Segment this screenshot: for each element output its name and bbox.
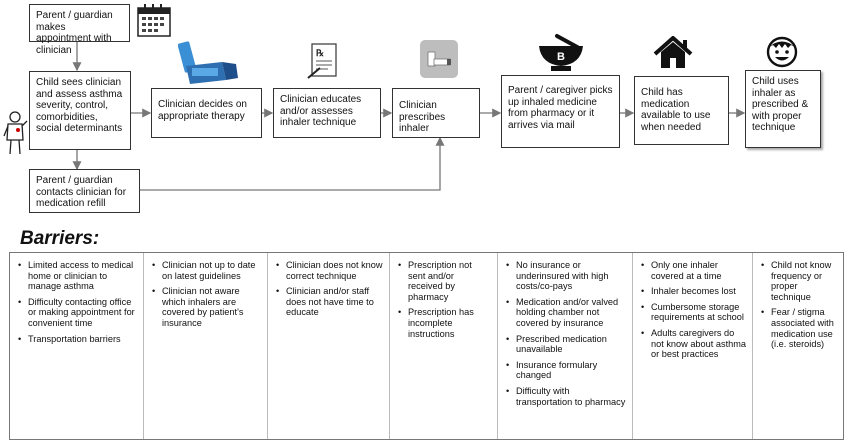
barrier-item: Inhaler becomes lost xyxy=(641,286,746,297)
step-decides-therapy-text: Clinician decides on appropriate therapy xyxy=(158,99,247,122)
calendar-icon xyxy=(137,4,171,37)
barrier-item: Fear / stigma associated with medication… xyxy=(761,307,837,349)
step-picks-up-text: Parent / caregiver picks up inhaled medi… xyxy=(508,85,613,131)
inhaler-card-icon xyxy=(420,40,458,78)
mortar-pestle-icon: B xyxy=(539,34,583,71)
barrier-item: Medication and/or valved holding chamber… xyxy=(506,297,626,329)
barrier-item: Prescribed medication unavailable xyxy=(506,334,626,355)
inhaler-icon xyxy=(178,41,238,84)
barrier-item: Prescription has incomplete instructions xyxy=(398,307,491,339)
barrier-column-3: Clinician does not know correct techniqu… xyxy=(267,253,389,439)
barrier-item: Prescription not sent and/or received by… xyxy=(398,260,491,302)
step-available: Child has medication available to use wh… xyxy=(634,76,729,145)
barrier-item: Clinician not aware which inhalers are c… xyxy=(152,286,261,328)
barriers-table: Limited access to medical home or clinic… xyxy=(9,252,844,440)
step-decides-therapy: Clinician decides on appropriate therapy xyxy=(151,88,262,138)
barrier-item: Transportation barriers xyxy=(18,334,137,345)
step-sees-clinician-text: Child sees clinician and assess asthma s… xyxy=(36,77,123,134)
barrier-item: Clinician does not know correct techniqu… xyxy=(276,260,383,281)
barrier-item: Difficulty contacting office or making a… xyxy=(18,297,137,329)
barrier-column-6: Only one inhaler covered at a time Inhal… xyxy=(632,253,752,439)
barrier-item: Child not know frequency or proper techn… xyxy=(761,260,837,302)
barrier-item: Difficulty with transportation to pharma… xyxy=(506,386,626,407)
barrier-item: Only one inhaler covered at a time xyxy=(641,260,746,281)
smiley-child-icon xyxy=(766,36,798,68)
barrier-item: Adults caregivers do not know about asth… xyxy=(641,328,746,360)
barrier-item: No insurance or underinsured with high c… xyxy=(506,260,626,292)
barrier-column-7: Child not know frequency or proper techn… xyxy=(752,253,843,439)
step-picks-up: Parent / caregiver picks up inhaled medi… xyxy=(501,75,620,148)
step-educates: Clinician educates and/or assesses inhal… xyxy=(273,88,381,138)
barrier-item: Clinician not up to date on latest guide… xyxy=(152,260,261,281)
step-appointment-text: Parent / guardian makes appointment with… xyxy=(36,10,113,56)
step-contacts-refill: Parent / guardian contacts clinician for… xyxy=(29,169,140,213)
barrier-column-5: No insurance or underinsured with high c… xyxy=(497,253,632,439)
barrier-item: Clinician and/or staff does not have tim… xyxy=(276,286,383,318)
step-contacts-refill-text: Parent / guardian contacts clinician for… xyxy=(36,175,127,209)
step-prescribes-text: Clinician prescribes inhaler xyxy=(399,100,446,134)
house-icon xyxy=(653,36,693,68)
barrier-item: Insurance formulary changed xyxy=(506,360,626,381)
barrier-item: Cumbersome storage requirements at schoo… xyxy=(641,302,746,323)
step-prescribes: Clinician prescribes inhaler xyxy=(392,88,480,138)
barrier-column-4: Prescription not sent and/or received by… xyxy=(389,253,497,439)
barriers-title: Barriers: xyxy=(20,228,100,249)
step-uses-inhaler-text: Child uses inhaler as prescribed & with … xyxy=(752,76,809,133)
step-sees-clinician: Child sees clinician and assess asthma s… xyxy=(29,71,131,150)
prescription-icon: ℞ xyxy=(307,43,337,79)
doctor-icon xyxy=(3,111,28,155)
step-available-text: Child has medication available to use wh… xyxy=(641,87,711,133)
svg-text:℞: ℞ xyxy=(316,48,324,58)
barrier-column-1: Limited access to medical home or clinic… xyxy=(10,253,143,439)
svg-text:B: B xyxy=(557,51,565,63)
step-uses-inhaler: Child uses inhaler as prescribed & with … xyxy=(745,70,821,148)
step-educates-text: Clinician educates and/or assesses inhal… xyxy=(280,94,362,128)
barrier-item: Limited access to medical home or clinic… xyxy=(18,260,137,292)
barrier-column-2: Clinician not up to date on latest guide… xyxy=(143,253,267,439)
step-appointment: Parent / guardian makes appointment with… xyxy=(29,4,130,56)
